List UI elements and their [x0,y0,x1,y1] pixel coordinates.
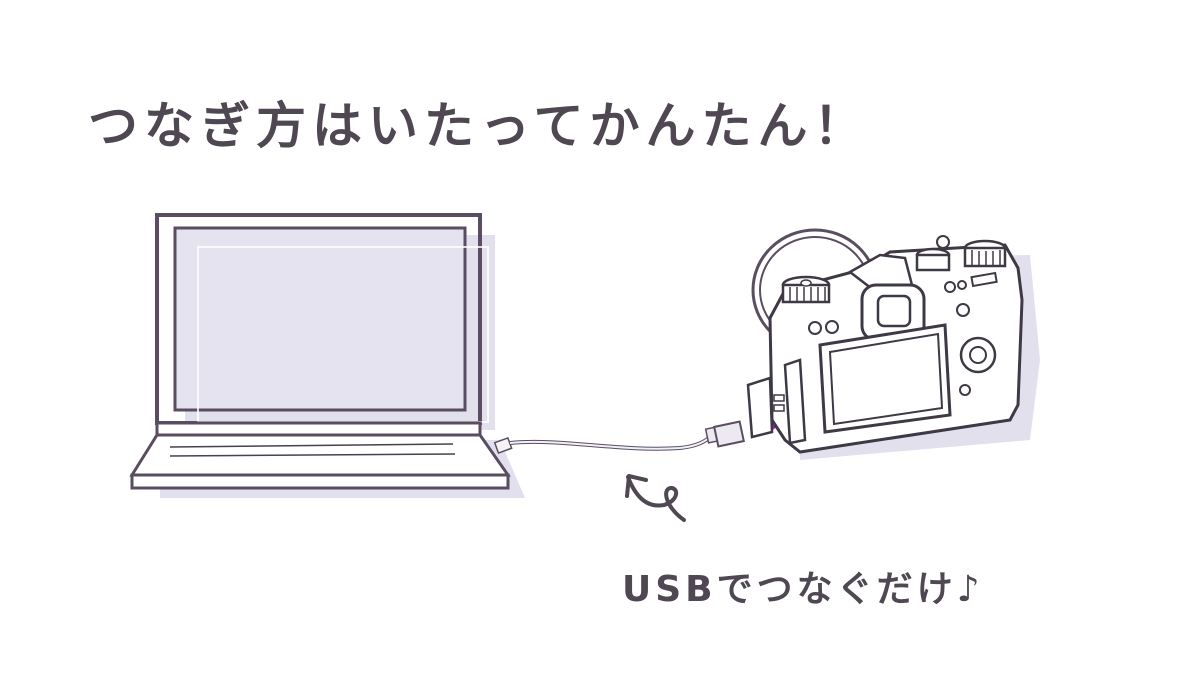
camera-icon [746,228,1040,460]
usb-caption: USBでつなぐだけ♪ [622,569,984,610]
curly-arrow-icon [625,474,686,522]
page-title: つなぎ方はいたってかんたん！ [88,97,870,155]
laptop-icon [129,213,525,498]
usb-cable-icon [493,420,745,454]
